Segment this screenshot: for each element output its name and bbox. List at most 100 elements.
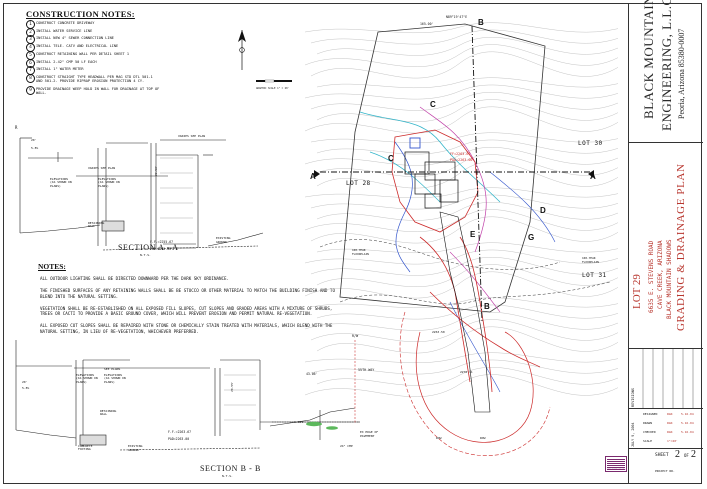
- contour-line: [316, 99, 619, 122]
- bb-existing-ground: EXISTING GROUND: [128, 444, 143, 452]
- general-notes: ALL OUTDOOR LIGHTING SHALL BE DIRECTED D…: [40, 276, 345, 341]
- designed-date: 5-16-04: [681, 412, 694, 416]
- bb-dim-20: 20': [22, 380, 28, 384]
- aa-dim-58: 5.8%: [31, 146, 39, 150]
- north-arrow-icon: [238, 30, 246, 70]
- notes-title: NOTES:: [38, 262, 66, 271]
- water-line: [359, 111, 501, 203]
- bb-street: 55TH WAY: [358, 368, 375, 372]
- plan-top-dist: 165.00': [420, 22, 434, 26]
- floodplain-label-2: 100-YEAR FLOODPLAIN: [582, 256, 599, 264]
- contour-line: [310, 359, 619, 375]
- aa-pad: PAD=2255.00: [150, 247, 172, 251]
- contour-line: [310, 132, 619, 143]
- bb-elevations-1: ELEVATIONS (AS SHOWN ON PLANS): [76, 373, 98, 384]
- note-number-circle: 9: [26, 85, 35, 95]
- aa-varies-top: VARIES SEE PLAN: [178, 134, 206, 138]
- firm-cell: BLACK MOUNTAIN ENGINEERING, L.L.C. Peori…: [629, 0, 703, 143]
- aa-height: 22.50': [154, 165, 158, 176]
- bb-concrete-footing: CONCRETE FOOTING: [78, 444, 93, 452]
- contour-line: [304, 106, 619, 134]
- aa-ff: F.F.=2255.67: [150, 240, 174, 244]
- note-text: INSTALL TELE. CATV AND ELECTRICAL LINE: [36, 44, 119, 49]
- section-marker-a-left: A: [310, 172, 316, 181]
- note-text: CONSTRUCT CONCRETE DRIVEWAY: [36, 21, 95, 25]
- property-line: [339, 23, 546, 313]
- site-plan-drawing: [304, 22, 619, 456]
- bb-edge-pavement: EX EDGE OF PAVEMENT: [360, 430, 379, 438]
- general-note-paragraph: VEGETATION SHALL BE RE-ESTABLISHED ON AL…: [40, 305, 333, 317]
- note-number-circle: 8: [26, 73, 35, 83]
- section-marker-e: E: [470, 230, 476, 239]
- project-address1: 6635 E. STEVENS ROAD: [648, 240, 655, 313]
- lot-31-label: LOT 31: [582, 272, 607, 279]
- section-marker-c: C: [430, 100, 436, 109]
- drawn-initials: RGR: [667, 421, 673, 425]
- contour-line: [304, 352, 619, 363]
- project-lot: LOT 29: [631, 274, 643, 309]
- title-block: BLACK MOUNTAIN ENGINEERING, L.L.C. Peori…: [628, 0, 703, 484]
- note-text: INSTALL NEW 4" SEWER CONNECTION LINE: [36, 36, 114, 41]
- scale-value-tb: 1"=20': [667, 439, 678, 443]
- aa-elevations-1: ELEVATIONS (AS SHOWN ON PLANS): [50, 177, 72, 188]
- section-marker-g: G: [528, 233, 535, 242]
- house-footprint: [404, 151, 459, 209]
- sheet-total: 2: [691, 449, 696, 460]
- aa-existing-ground: EXISTING GROUND: [216, 236, 231, 244]
- contour-line: [316, 367, 619, 386]
- contour-line: [310, 297, 619, 308]
- section-marker-b-top: B: [478, 18, 484, 27]
- bb-height: 20.55': [230, 381, 234, 392]
- section-aa-drawing: [19, 137, 264, 251]
- contour-line: [304, 187, 619, 198]
- contour-line: [304, 44, 619, 67]
- checked-initials: RGR: [667, 430, 673, 434]
- contour-line: [316, 304, 619, 320]
- contour-line: [316, 264, 619, 287]
- note-text: CONSTRUCT RETAINING WALL PER DETAIL SHEE…: [36, 51, 130, 56]
- section-bb-title: SECTION B - B: [200, 464, 261, 473]
- plan-spot-elev-1: 2263.50: [432, 330, 445, 334]
- sheet-of: OF: [684, 453, 689, 458]
- drawn-label: DRAWN: [643, 421, 653, 425]
- plan-title: GRADING & DRAINAGE PLAN: [675, 163, 687, 332]
- designed-initials: RGR: [667, 412, 673, 416]
- contour-line: [310, 51, 619, 79]
- contour-line: [304, 147, 619, 166]
- general-note-paragraph: ALL EXPOSED CUT SLOPES SHALL BE REPAIRED…: [40, 323, 333, 335]
- contour-line: [316, 326, 619, 354]
- contour-line: [316, 37, 619, 56]
- graphic-scale-bar: [256, 79, 292, 83]
- revisions-cell: REVISIONS: [629, 349, 703, 409]
- contour-line: [310, 92, 619, 111]
- plan-spot-elev-2: 2270.31: [460, 370, 473, 374]
- bb-dim-58: 5.8%: [22, 386, 30, 390]
- section-marker-c-2: C: [388, 154, 394, 163]
- plan-pad: PAD=2263.00: [450, 158, 473, 162]
- row-label-2: ROW: [480, 436, 486, 440]
- note-text: INSTALL WATER SERVICE LINE: [36, 28, 93, 33]
- drawn-date: 5-16-04: [681, 421, 694, 425]
- aa-dim-20: 20': [31, 138, 37, 142]
- plan-ff: FF=2263.67: [450, 152, 471, 156]
- contour-line: [304, 271, 619, 299]
- project-no-label: PROJECT NO.: [655, 469, 675, 473]
- lot-30-label: LOT 30: [578, 140, 603, 147]
- sheet-border: [3, 3, 702, 484]
- blue-stake-logo: CALL TWO WORKING DAYS BEFORE YOU DIG: [605, 456, 627, 472]
- design-info-cell: JULY 9, 2004 DESIGNED RGR 5-16-04 DRAWN …: [629, 409, 703, 449]
- bb-cmp: 24" CMP: [340, 444, 353, 448]
- section-bb-drawing: [15, 340, 360, 451]
- contour-line: [304, 209, 619, 232]
- aa-retaining-wall: RETAINING WALL: [88, 221, 105, 229]
- firm-address: Peoria, Arizona 85380-0007: [677, 28, 686, 119]
- section-aa-nts: N.T.S.: [140, 253, 151, 257]
- firm-name-line2: ENGINEERING, L.L.C.: [659, 0, 674, 131]
